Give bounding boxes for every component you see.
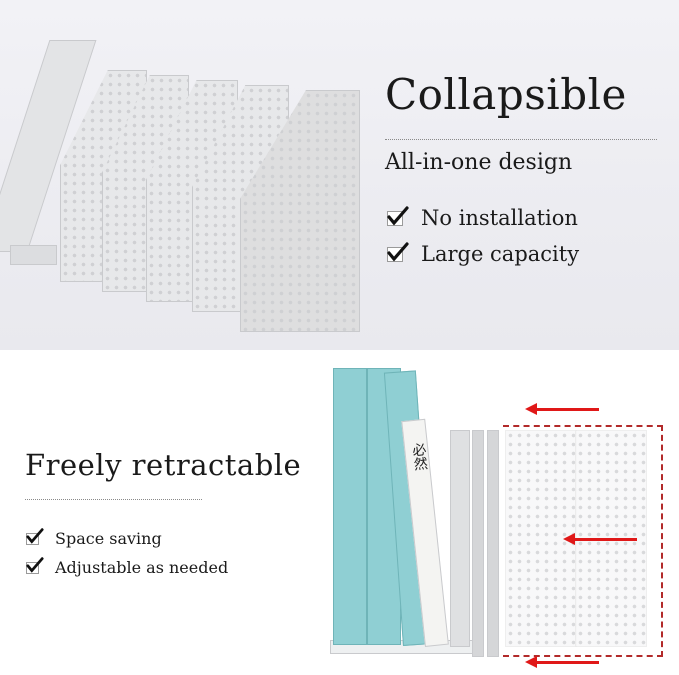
retractable-organizer-image: 必然 xyxy=(325,360,679,675)
book-spine-title: 必然 xyxy=(409,441,429,472)
feature-label: No installation xyxy=(421,206,578,230)
collapsed-divider-3 xyxy=(487,430,499,657)
collapsed-divider-1 xyxy=(450,430,470,647)
checkbox-checked-icon xyxy=(387,241,409,262)
feature-adjustable: Adjustable as needed xyxy=(26,556,229,577)
ghost-extension-outline xyxy=(503,425,663,657)
arrow-left-bottom xyxy=(525,656,599,668)
top-panel: Collapsible All-in-one design No install… xyxy=(0,0,679,350)
arrow-left-top xyxy=(525,403,599,415)
freely-retractable-heading: Freely retractable xyxy=(25,448,302,482)
checkbox-checked-icon xyxy=(26,556,44,574)
checkbox-checked-icon xyxy=(26,527,44,545)
feature-label: Space saving xyxy=(55,529,162,548)
teal-binder-1 xyxy=(333,368,367,645)
feature-no-installation: No installation xyxy=(387,205,578,230)
collapsible-organizer-image xyxy=(0,30,360,332)
checkbox-checked-icon xyxy=(387,205,409,226)
bottom-divider-line xyxy=(25,499,202,500)
feature-large-capacity: Large capacity xyxy=(387,241,580,266)
top-divider-line xyxy=(385,139,657,140)
feature-space-saving: Space saving xyxy=(26,527,162,548)
feature-label: Adjustable as needed xyxy=(55,558,229,577)
folded-base xyxy=(10,245,57,265)
collapsed-divider-2 xyxy=(472,430,484,657)
bottom-panel: Freely retractable Space saving Adjustab… xyxy=(0,350,679,675)
feature-label: Large capacity xyxy=(421,242,580,266)
collapsible-heading: Collapsible xyxy=(385,70,627,119)
all-in-one-subtitle: All-in-one design xyxy=(385,150,573,175)
arrow-left-middle xyxy=(563,533,637,545)
